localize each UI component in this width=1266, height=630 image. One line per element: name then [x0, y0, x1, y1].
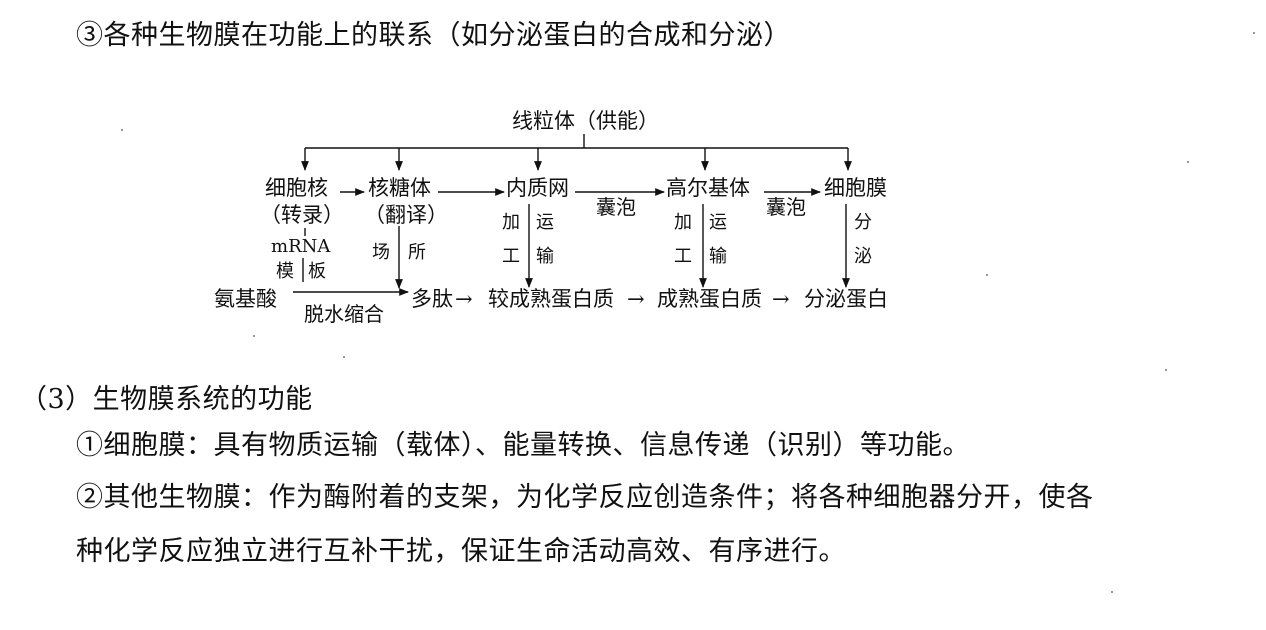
- mature-protein-label: 成熟蛋白质: [657, 287, 762, 311]
- secretion-label-2: 泌: [854, 246, 872, 267]
- secreted-protein-label: 分泌蛋白: [804, 287, 888, 311]
- mrna-label: mRNA: [271, 236, 331, 257]
- arrow-mature-to-secreted: →: [772, 287, 790, 311]
- mitochondria-label: 线粒体（供能）: [512, 109, 659, 133]
- golgi-process-label-1b: 工: [674, 246, 692, 267]
- scan-speck: [1187, 161, 1189, 163]
- er-process-label-1a: 加: [502, 212, 520, 233]
- scan-speck: [343, 356, 345, 358]
- dehydration-condensation-label: 脱水缩合: [304, 302, 384, 326]
- er-process-label-2b: 输: [536, 246, 554, 267]
- ribosome-role-label: （翻译）: [364, 203, 448, 227]
- er-process-label-2a: 运: [536, 212, 554, 233]
- vesicle-label-2: 囊泡: [766, 195, 806, 219]
- nucleus-role-label: （转录）: [260, 203, 344, 227]
- nucleus-label: 细胞核: [265, 176, 328, 200]
- scan-speck: [121, 129, 123, 131]
- arrow-polypeptide-to-immature: →: [455, 287, 473, 311]
- scan-speck: [253, 335, 255, 337]
- scan-speck: [986, 274, 988, 276]
- scan-speck: [1165, 369, 1167, 371]
- er-label: 内质网: [506, 176, 569, 200]
- template-label-1: 模: [276, 261, 294, 282]
- other-membranes-text-line-2: 种化学反应独立进行互补干扰，保证生命活动高效、有序进行。: [76, 536, 846, 567]
- immature-protein-label: 较成熟蛋白质: [488, 287, 614, 311]
- cell-membrane-function-text: ①细胞膜：具有物质运输（载体）、能量转换、信息传递（识别）等功能。: [76, 430, 970, 461]
- arrow-immature-to-mature: →: [627, 287, 645, 311]
- amino-acid-label: 氨基酸: [214, 287, 277, 311]
- membrane-functional-link-heading: ③各种生物膜在功能上的联系（如分泌蛋白的合成和分泌）: [76, 20, 791, 51]
- template-label-2: 板: [308, 261, 326, 282]
- golgi-process-label-2b: 输: [709, 246, 727, 267]
- scan-speck: [1111, 591, 1113, 593]
- scan-speck: [1253, 32, 1255, 34]
- section-3-title: （3）生物膜系统的功能: [20, 384, 313, 415]
- site-label-2: 所: [408, 242, 426, 263]
- ribosome-label: 核糖体: [368, 176, 431, 200]
- golgi-process-label-2a: 运: [709, 212, 727, 233]
- polypeptide-label: 多肽: [411, 287, 453, 311]
- vesicle-label-1: 囊泡: [596, 195, 636, 219]
- other-membranes-text-line-1: ②其他生物膜：作为酶附着的支架，为化学反应创造条件；将各种细胞器分开，使各: [76, 482, 1094, 513]
- golgi-process-label-1a: 加: [674, 212, 692, 233]
- cell-membrane-label: 细胞膜: [824, 176, 887, 200]
- site-label-1: 场: [372, 242, 390, 263]
- golgi-label: 高尔基体: [666, 176, 750, 200]
- secretion-label-1: 分: [854, 212, 872, 233]
- er-process-label-1b: 工: [502, 246, 520, 267]
